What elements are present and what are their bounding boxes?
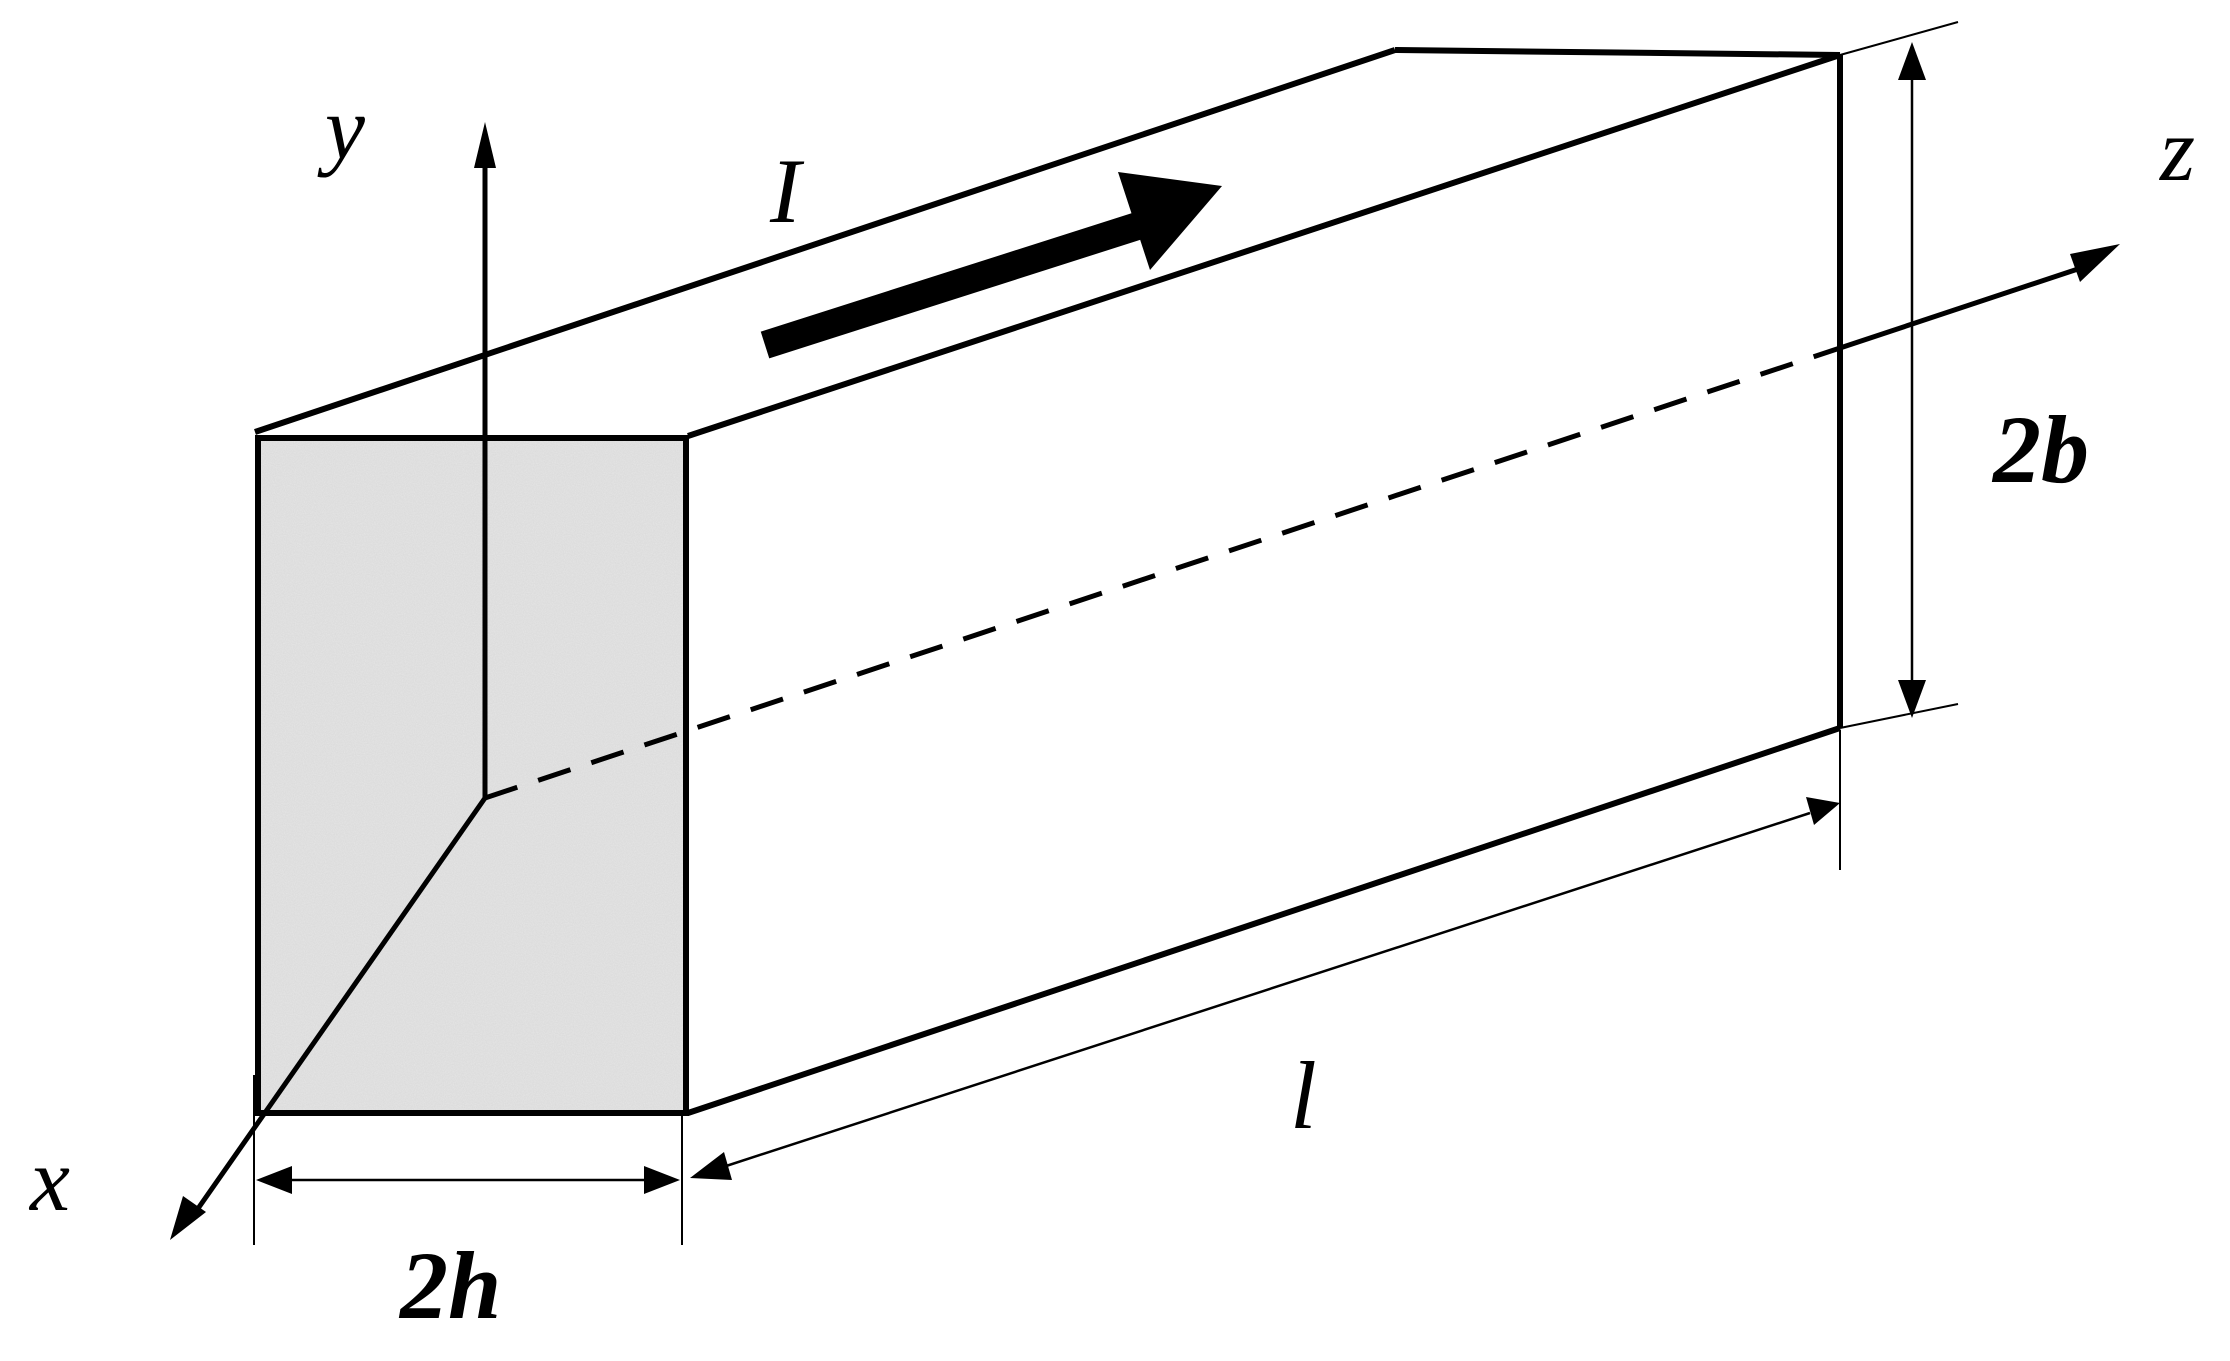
top-left-edge xyxy=(254,47,1396,435)
height-extension-bottom xyxy=(1839,703,1959,729)
cross-section-face xyxy=(258,438,686,1113)
axes xyxy=(170,122,2120,1240)
top-right-edge xyxy=(687,52,1841,439)
z-axis-label: z xyxy=(2158,101,2195,200)
current-arrow-shaft xyxy=(760,208,1155,359)
width-arrowhead-right xyxy=(644,1166,680,1194)
z-axis-solid xyxy=(1839,262,2091,351)
dimension-height xyxy=(1839,21,1959,729)
width-arrowhead-left xyxy=(256,1166,292,1194)
y-axis-label: y xyxy=(317,79,365,178)
z-axis-dashed xyxy=(484,345,1841,801)
x-axis-label: x xyxy=(28,1131,70,1230)
z-axis-arrowhead xyxy=(2070,244,2120,282)
current-arrow-head xyxy=(1118,172,1222,270)
height-label: 2b xyxy=(1991,396,2089,503)
length-arrowhead-back xyxy=(1806,797,1840,825)
current-label: I xyxy=(769,140,805,242)
dimension-width xyxy=(253,1075,683,1245)
y-axis-arrowhead xyxy=(474,122,496,168)
x-axis-line xyxy=(187,796,488,1222)
bar-outline xyxy=(254,47,1843,1116)
height-extension-top xyxy=(1839,21,1959,56)
length-arrowhead-front xyxy=(690,1152,732,1180)
front-face-outline xyxy=(255,435,689,1116)
dimension-length xyxy=(690,730,1841,1180)
height-arrowhead-top xyxy=(1898,42,1926,80)
bottom-right-edge xyxy=(687,725,1841,1116)
height-arrowhead-bottom xyxy=(1898,680,1926,718)
width-label: 2h xyxy=(398,1232,501,1339)
length-dimension-line xyxy=(719,811,1811,1170)
current-arrow xyxy=(760,172,1222,359)
top-back-edge xyxy=(1394,47,1841,58)
length-label: l xyxy=(1290,1042,1317,1149)
x-axis-arrowhead xyxy=(170,1196,206,1240)
